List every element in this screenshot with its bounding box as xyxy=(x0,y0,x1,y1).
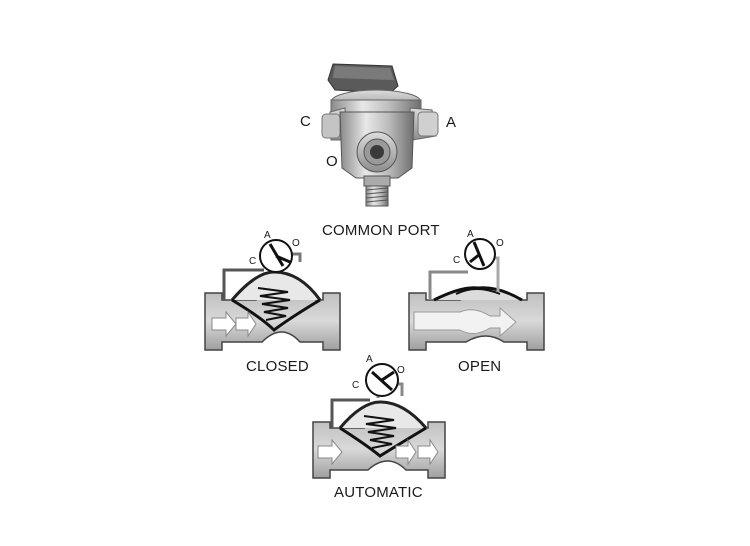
closed-gauge-c: C xyxy=(249,256,257,267)
automatic-caption: AUTOMATIC xyxy=(334,484,423,501)
selector-valve-icon xyxy=(321,63,439,207)
open-gauge-c: C xyxy=(453,255,461,266)
open-gauge-a: A xyxy=(467,229,474,240)
open-gauge-o: O xyxy=(496,238,504,249)
common-port-caption: COMMON PORT xyxy=(322,222,440,239)
open-valve-diagram-icon xyxy=(408,238,545,351)
closed-gauge-o: O xyxy=(292,238,300,249)
port-c-label: C xyxy=(300,113,312,130)
automatic-gauge-c: C xyxy=(352,380,360,391)
automatic-valve-diagram-icon xyxy=(312,363,446,479)
open-caption: OPEN xyxy=(458,358,502,375)
closed-valve-diagram-icon xyxy=(204,239,341,351)
automatic-gauge-a: A xyxy=(366,354,373,365)
port-a-label: A xyxy=(446,114,457,131)
closed-caption: CLOSED xyxy=(246,358,309,375)
port-o-label: O xyxy=(326,153,338,170)
closed-gauge-a: A xyxy=(264,230,271,241)
automatic-gauge-o: O xyxy=(397,365,405,376)
